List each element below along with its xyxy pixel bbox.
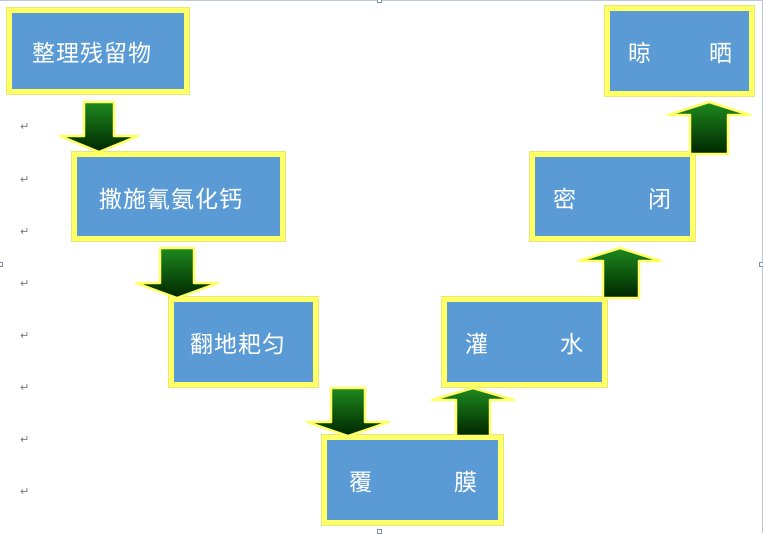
step-label-mulch-film-right: 膜 bbox=[454, 470, 478, 496]
arrow-down-icon bbox=[305, 386, 391, 438]
arrow-down-icon bbox=[134, 246, 220, 300]
step-box-plow-and-harrow[interactable]: 翻地耙匀 bbox=[169, 297, 318, 387]
paragraph-mark: ↵ bbox=[20, 433, 30, 446]
step-label-clear-residue: 整理残留物 bbox=[32, 41, 152, 67]
paragraph-mark: ↵ bbox=[20, 485, 30, 498]
step-box-air-dry[interactable]: 晾 晒 bbox=[605, 6, 754, 96]
arrow-up-icon bbox=[666, 100, 752, 156]
step-box-clear-residue[interactable]: 整理残留物 bbox=[7, 8, 189, 94]
step-label-mulch-film-left: 覆 bbox=[349, 470, 373, 496]
paragraph-mark: ↵ bbox=[20, 277, 30, 290]
step-label-plow-and-harrow: 翻地耙匀 bbox=[190, 332, 286, 358]
step-label-seal-left: 密 bbox=[553, 186, 577, 213]
resize-handle-right[interactable] bbox=[759, 262, 763, 267]
step-label-irrigate-right: 水 bbox=[560, 332, 584, 358]
paragraph-mark: ↵ bbox=[20, 120, 30, 133]
step-box-irrigate[interactable]: 灌 水 bbox=[442, 297, 607, 387]
step-label-air-dry-right: 晒 bbox=[709, 41, 733, 67]
step-box-seal[interactable]: 密 闭 bbox=[530, 152, 695, 241]
paragraph-mark: ↵ bbox=[20, 329, 30, 342]
resize-handle-top[interactable] bbox=[377, 0, 382, 3]
arrow-up-icon bbox=[430, 386, 516, 438]
arrow-up-icon bbox=[577, 246, 663, 300]
step-label-apply-calcium-cyanamide: 撒施氰氨化钙 bbox=[99, 186, 243, 213]
paragraph-mark: ↵ bbox=[20, 381, 30, 394]
resize-handle-bottom[interactable] bbox=[377, 529, 382, 534]
step-box-apply-calcium-cyanamide[interactable]: 撒施氰氨化钙 bbox=[72, 152, 285, 241]
paragraph-mark: ↵ bbox=[20, 173, 30, 186]
step-label-air-dry-left: 晾 bbox=[628, 41, 652, 67]
paragraph-mark: ↵ bbox=[20, 225, 30, 238]
arrow-down-icon bbox=[58, 100, 140, 154]
step-box-mulch-film[interactable]: 覆 膜 bbox=[322, 435, 503, 525]
resize-handle-left[interactable] bbox=[0, 262, 3, 267]
step-label-seal-right: 闭 bbox=[648, 186, 672, 213]
step-label-irrigate-left: 灌 bbox=[465, 332, 489, 358]
